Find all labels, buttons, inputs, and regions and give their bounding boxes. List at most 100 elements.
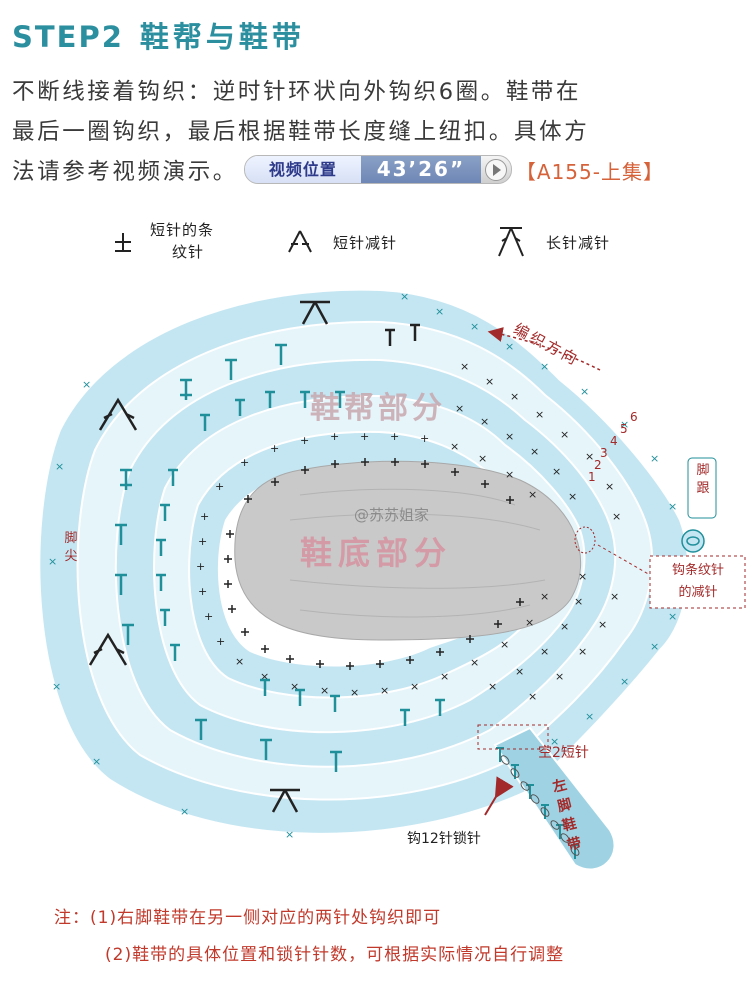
skip-highlight: [477, 724, 549, 750]
svg-text:×: ×: [610, 590, 619, 603]
svg-text:×: ×: [580, 385, 589, 398]
svg-text:×: ×: [440, 670, 449, 683]
svg-text:×: ×: [470, 656, 479, 669]
round-3-stitches: [156, 390, 445, 726]
svg-text:×: ×: [605, 480, 614, 493]
note-1: 注：(1)右脚鞋带在另一侧对应的两针处钩织即可: [54, 908, 442, 928]
svg-text:×: ×: [668, 610, 677, 623]
svg-text:×: ×: [505, 340, 514, 353]
svg-text:×: ×: [455, 402, 464, 415]
svg-text:+: +: [204, 610, 213, 623]
svg-text:+: +: [420, 432, 429, 445]
svg-text:×: ×: [235, 655, 244, 668]
sole-section-label: 鞋底部分: [300, 534, 453, 572]
svg-text:+: +: [330, 430, 339, 443]
intro-line-1: 不断线接着钩织：逆时针环状向外钩织6圈。鞋带在: [12, 79, 582, 105]
svg-text:×: ×: [540, 645, 549, 658]
round-number-6: 6: [630, 410, 638, 424]
legend-dc-decrease: 长针减针: [546, 234, 611, 252]
svg-text:×: ×: [568, 490, 577, 503]
play-icon[interactable]: [484, 159, 507, 181]
svg-text:×: ×: [410, 680, 419, 693]
svg-text:×: ×: [650, 452, 659, 465]
sc-ribbed-icon: [115, 233, 131, 252]
ribbed-decrease-box: [649, 555, 746, 609]
note-2: (2)鞋带的具体位置和锁针针数，可根据实际情况自行调整: [105, 945, 565, 965]
svg-text:×: ×: [574, 595, 583, 608]
svg-text:+: +: [198, 535, 207, 548]
svg-text:×: ×: [180, 805, 189, 818]
video-timestamp: 43’26”: [360, 156, 481, 183]
dc-decrease-icon: [498, 227, 524, 257]
round-6-stitches: × × × × × × × × × × × × × × × × × × × × ×: [48, 290, 677, 841]
svg-text:+: +: [200, 510, 209, 523]
svg-text:×: ×: [530, 445, 539, 458]
svg-text:×: ×: [528, 690, 537, 703]
svg-text:×: ×: [620, 675, 629, 688]
svg-text:×: ×: [488, 680, 497, 693]
svg-text:×: ×: [505, 430, 514, 443]
round-number-4: 4: [610, 434, 618, 448]
svg-text:×: ×: [400, 290, 409, 303]
svg-text:×: ×: [350, 686, 359, 699]
skip-two-sc-label: 空2短针: [538, 745, 589, 761]
svg-text:×: ×: [450, 440, 459, 453]
sc-decrease-icon: [288, 230, 312, 253]
step-number: STEP2: [12, 20, 124, 54]
svg-text:×: ×: [515, 665, 524, 678]
svg-text:×: ×: [650, 640, 659, 653]
legend-sc-ribbed-line2: 纹针: [172, 243, 205, 261]
direction-arrow: [487, 327, 601, 371]
svg-text:×: ×: [585, 710, 594, 723]
svg-text:×: ×: [620, 418, 629, 431]
svg-text:×: ×: [460, 360, 469, 373]
round-number-5: 5: [620, 422, 628, 436]
sole-area: [234, 460, 582, 641]
svg-text:×: ×: [48, 555, 57, 568]
svg-text:×: ×: [260, 670, 269, 683]
svg-text:×: ×: [585, 450, 594, 463]
round-1-stitches: [224, 458, 524, 670]
svg-text:×: ×: [552, 465, 561, 478]
svg-text:×: ×: [435, 305, 444, 318]
left-strap: [493, 726, 616, 871]
svg-text:×: ×: [82, 378, 91, 391]
svg-text:×: ×: [668, 500, 677, 513]
svg-text:×: ×: [598, 618, 607, 631]
svg-text:×: ×: [500, 638, 509, 651]
svg-text:+: +: [215, 480, 224, 493]
round-4-x-stitches: × × × × × × × × × × × × ×: [460, 360, 621, 703]
svg-text:+: +: [216, 635, 225, 648]
svg-text:×: ×: [550, 735, 559, 748]
svg-text:+: +: [360, 430, 369, 443]
svg-text:+: +: [300, 434, 309, 447]
ribbed-decrease-pointer: [597, 544, 651, 576]
toe-label: 脚尖: [64, 531, 78, 564]
ribbed-decrease-highlight: [574, 526, 596, 554]
intro-line-3-text: 法请参考视频演示。: [12, 159, 238, 185]
round-2-stitches: +++ +++ ××× ××× ××× ××× +++ +++ ++× ×××: [196, 430, 549, 699]
svg-text:×: ×: [540, 590, 549, 603]
svg-text:×: ×: [485, 375, 494, 388]
svg-text:×: ×: [612, 510, 621, 523]
video-position-label: 视频位置: [244, 156, 361, 183]
round-4-stitches: [115, 343, 342, 772]
intro-text: 不断线接着钩织：逆时针环状向外钩织6圈。鞋带在 最后一圈钩织，最后根据鞋带长度缝…: [12, 72, 747, 192]
svg-text:×: ×: [540, 360, 549, 373]
ribbed-decrease-label-line1: 钩条纹针: [671, 563, 724, 578]
svg-text:+: +: [270, 442, 279, 455]
svg-text:×: ×: [285, 828, 294, 841]
round-number-2: 2: [594, 458, 602, 472]
svg-text:×: ×: [480, 415, 489, 428]
legend-sc-ribbed-line1: 短针的条: [150, 221, 215, 239]
svg-text:×: ×: [92, 755, 101, 768]
svg-text:×: ×: [528, 488, 537, 501]
round-number-3: 3: [600, 446, 608, 460]
svg-text:×: ×: [505, 468, 514, 481]
svg-text:×: ×: [525, 616, 534, 629]
svg-text:×: ×: [55, 460, 64, 473]
